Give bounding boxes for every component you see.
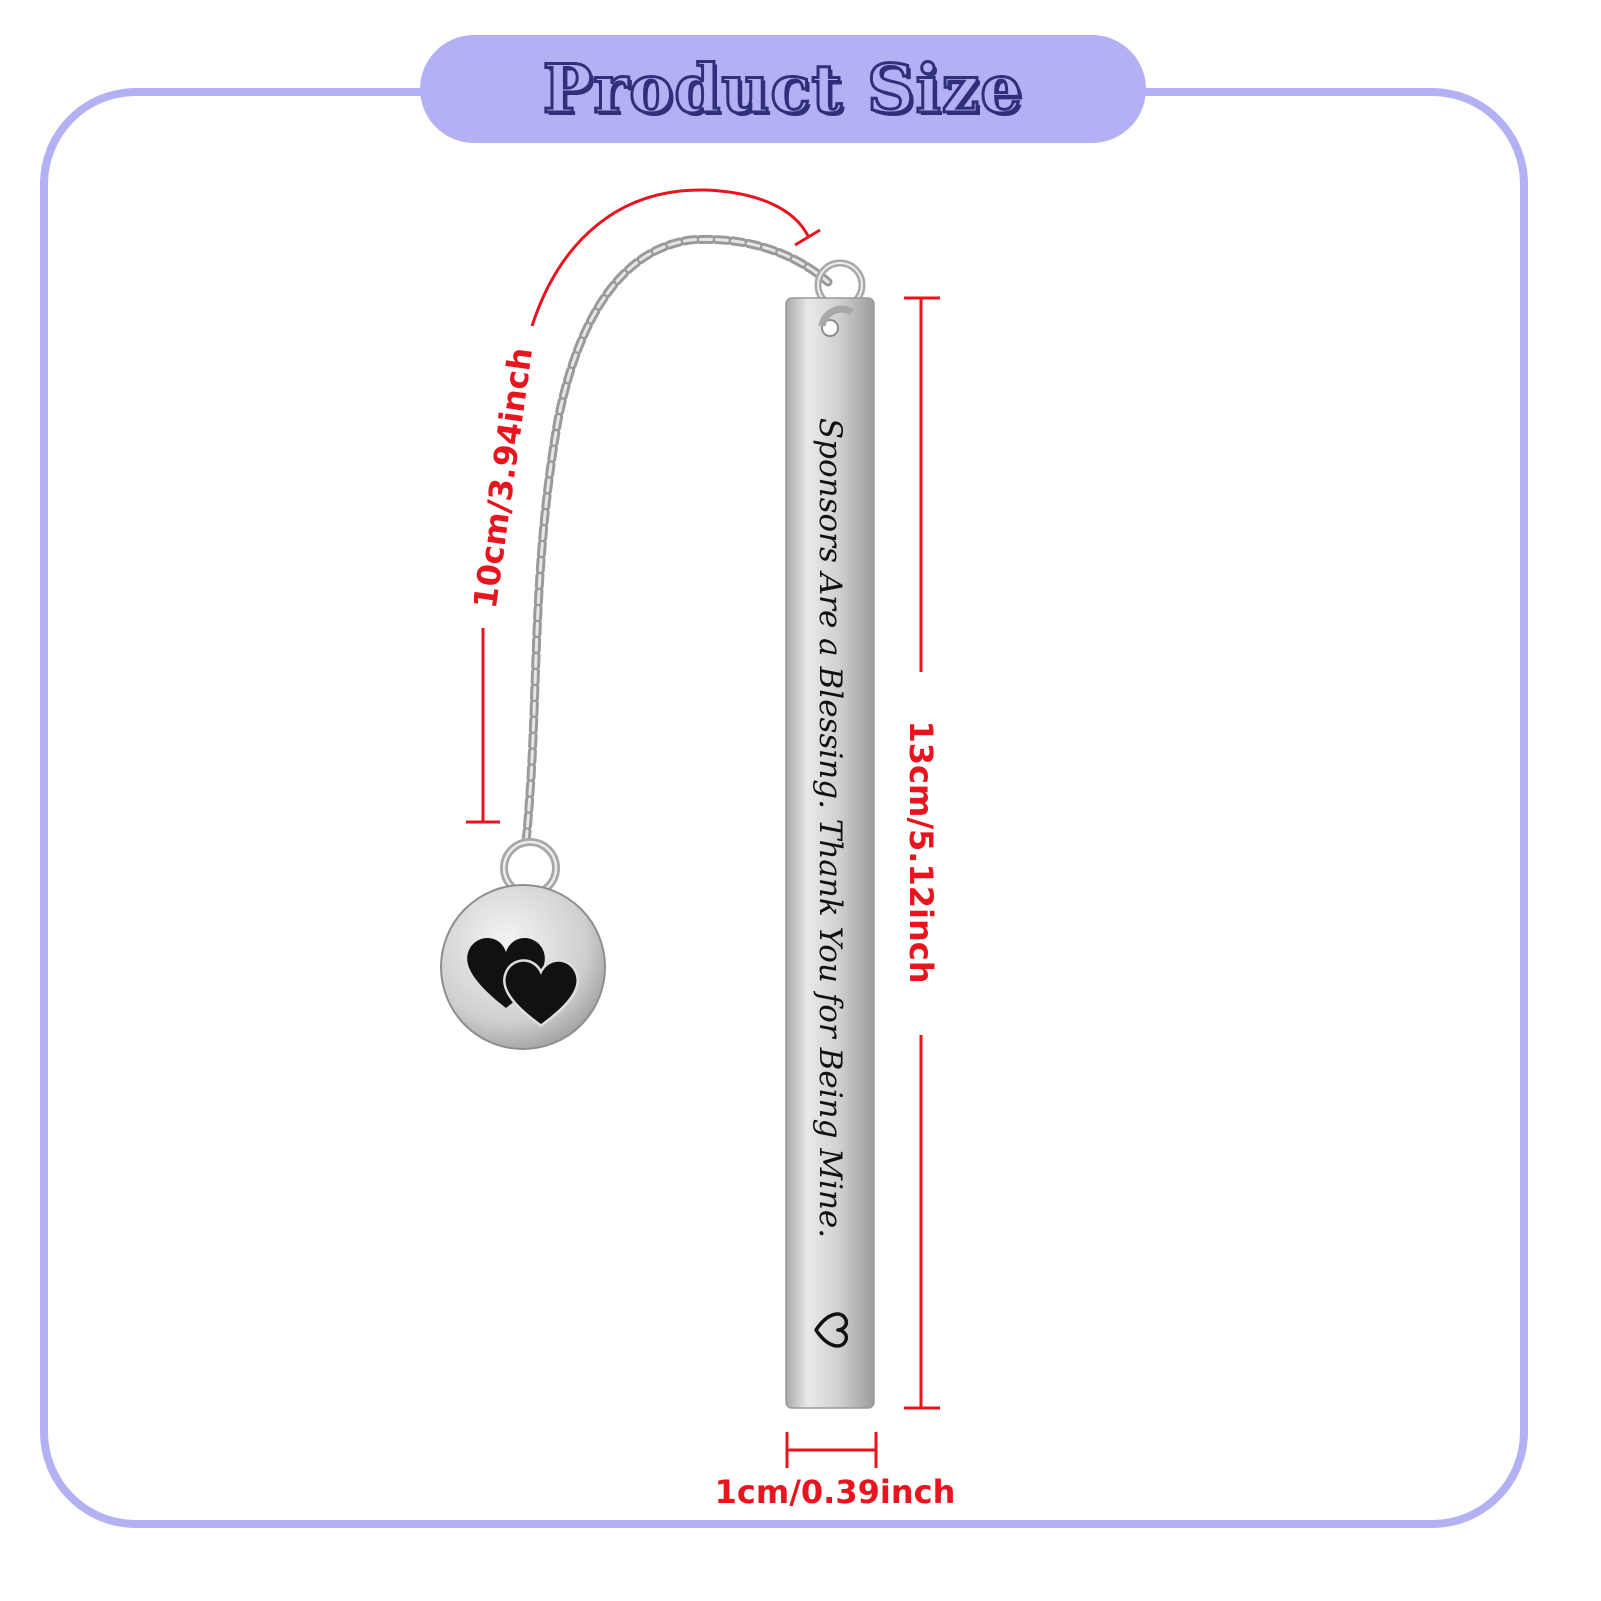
engraved-bar	[785, 297, 875, 1409]
page-title: Product Size	[541, 49, 1024, 130]
rounded-frame	[40, 88, 1528, 1528]
width-dimension-line	[785, 1432, 878, 1468]
heart-outline-icon	[814, 1312, 849, 1348]
engraved-text: Sponsors Are a Blessing. Thank You for B…	[812, 417, 848, 1239]
bar-width-label: 1cm/0.39inch	[714, 1473, 956, 1511]
heart-charm	[440, 884, 606, 1050]
chain	[521, 234, 833, 847]
chain-dimension-line	[466, 188, 821, 824]
title-banner: Product Size	[420, 35, 1146, 143]
double-heart-icon	[467, 937, 579, 1028]
length-dimension-line	[904, 296, 940, 1410]
bar-length-label: 13cm/5.12inch	[902, 720, 940, 984]
